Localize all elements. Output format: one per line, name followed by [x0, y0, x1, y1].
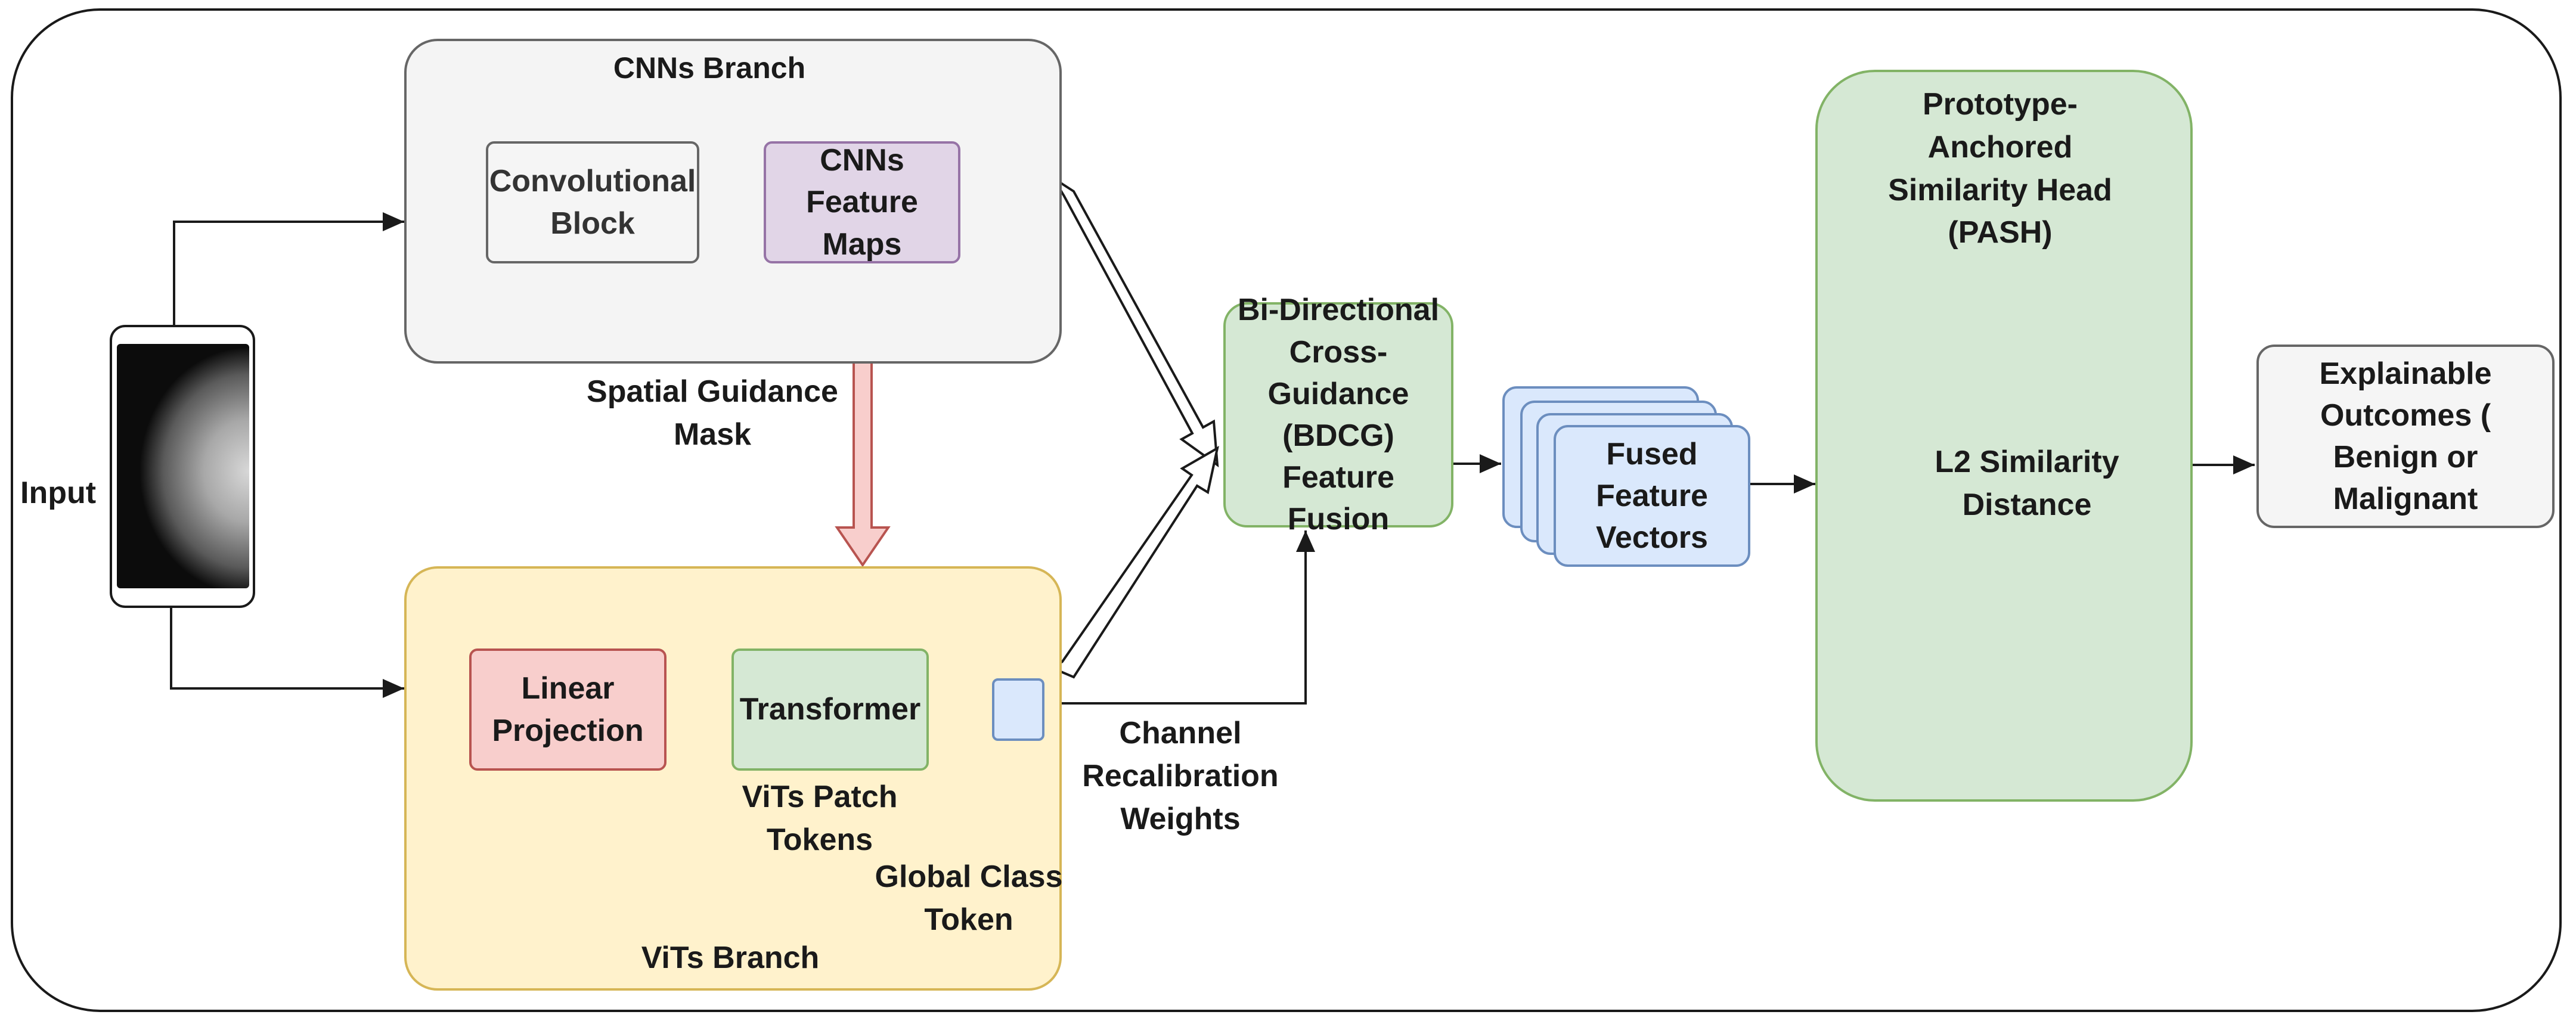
- pash-container: [1815, 70, 2193, 802]
- channel-recalibration-weights-label: Channel Recalibration Weights: [1082, 716, 1279, 836]
- hollow-arrow-cnn-to-bdcg: [1052, 177, 1219, 468]
- pash-title: Prototype-Anchored Similarity Head (PASH…: [1888, 87, 2112, 250]
- linear-projection-box: Linear Projection: [469, 648, 667, 771]
- explainable-outcomes-box: Explainable Outcomes ( Benign or Maligna…: [2256, 345, 2555, 528]
- transformer-box: Transformer: [731, 648, 929, 771]
- arrow-input-to-vit: [170, 608, 404, 698]
- cnns-feature-maps-box: CNNs Feature Maps: [764, 141, 960, 263]
- spatial-guidance-mask-label: Spatial Guidance Mask: [587, 374, 838, 452]
- arrow-channel-weights-to-bdcg: [1044, 530, 1315, 705]
- outer-frame: [11, 8, 2562, 1012]
- vit-branch-container: [404, 566, 1062, 991]
- convolutional-block: Convolutional Block: [486, 141, 699, 263]
- vits-patch-tokens-label: ViTs Patch Tokens: [742, 780, 898, 857]
- mammogram-image: [117, 344, 249, 588]
- vit-branch-title: ViTs Branch: [641, 941, 820, 975]
- bdcg-fusion-box: Bi-Directional Cross-Guidance (BDCG) Fea…: [1223, 293, 1453, 536]
- hollow-arrow-vit-to-bdcg: [1050, 446, 1219, 679]
- input-label: Input: [20, 476, 97, 510]
- class-token-square: [992, 678, 1044, 741]
- cnn-branch-title: CNNs Branch: [613, 51, 806, 85]
- fused-feature-vectors-box: Fused Feature Vectors: [1554, 425, 1750, 567]
- arrow-input-to-cnn: [173, 212, 404, 325]
- input-device-frame: [110, 325, 255, 608]
- l2-similarity-distance-label: L2 Similarity Distance: [1935, 445, 2119, 522]
- global-class-token-label: Global Class Token: [875, 859, 1063, 937]
